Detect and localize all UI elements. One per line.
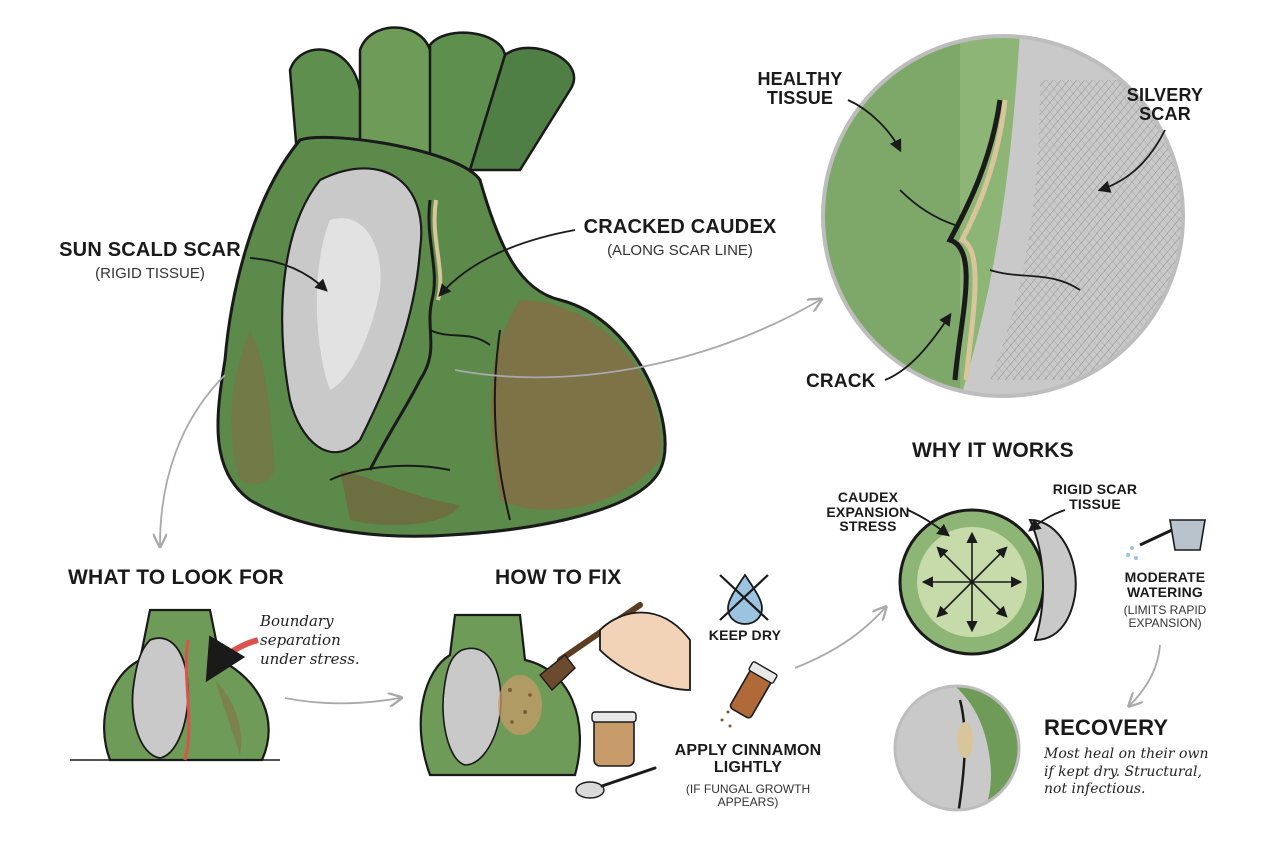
recovery-heading: RECOVERY: [1044, 715, 1169, 740]
zoom-detail-circle: [821, 34, 1185, 398]
cracked-caudex-title: CRACKED CAUDEX: [583, 216, 777, 238]
pointer-sun-scald: [249, 257, 328, 292]
look-for-heading: WHAT TO LOOK FOR: [68, 566, 284, 589]
fix-heading: HOW TO FIX: [495, 566, 622, 589]
sun-scald-title: SUN SCALD SCAR: [59, 239, 241, 261]
pointer-cracked: [438, 229, 576, 297]
pointer-silvery: [1097, 129, 1166, 193]
pointer-rigid: [1028, 509, 1066, 532]
connector-arrow-fix-to-why: [794, 608, 885, 669]
recovery-circle: [893, 684, 1021, 812]
look-for-caudex-drawing: [70, 608, 280, 762]
why-heading: WHY IT WORKS: [912, 439, 1074, 462]
connector-arrow-look-to-fix: [284, 698, 400, 703]
sun-scald-subtitle: (RIGID TISSUE): [95, 265, 205, 282]
pointer-stress: [907, 509, 950, 537]
cracked-caudex-subtitle: (ALONG SCAR LINE): [607, 242, 753, 259]
cross-section-drawing: [898, 508, 1206, 656]
connector-arrow-main-to-look: [160, 374, 226, 545]
connector-arrow-why-to-recovery: [1130, 644, 1161, 705]
connector-arrow-main-to-zoom: [454, 300, 820, 379]
pointer-crack: [884, 312, 952, 381]
pointer-healthy: [847, 99, 902, 153]
crack-label: CRACK: [806, 371, 876, 392]
fix-caudex-drawing: [419, 573, 778, 799]
keep-dry-label: KEEP DRY: [708, 627, 782, 643]
main-caudex-drawing: [216, 26, 667, 538]
